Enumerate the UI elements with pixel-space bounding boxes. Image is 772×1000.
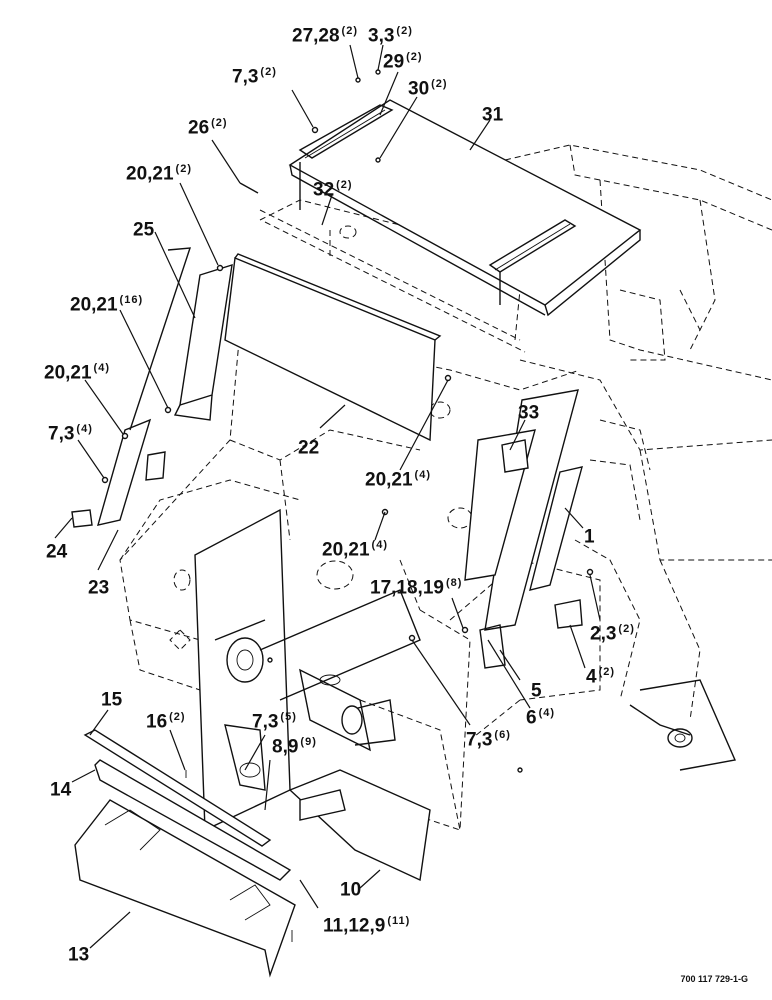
callout-5: 5 — [531, 680, 542, 702]
callout-20-21-d: 20,21(4) — [365, 469, 431, 491]
callout-15: 15 — [101, 689, 123, 711]
hinge-lines — [259, 209, 526, 353]
callout-7-3-c: 7,3(6) — [466, 729, 511, 751]
callout-24: 24 — [46, 541, 68, 563]
callout-6: 6(4) — [526, 707, 556, 729]
callout-3-3: 3,3(2) — [368, 25, 413, 47]
callout-26: 26(2) — [188, 117, 228, 139]
callout-7-3-d: 7,3(5) — [252, 711, 297, 733]
left-brackets — [71, 247, 233, 528]
lower-assembly — [74, 724, 431, 978]
top-cover — [288, 99, 642, 317]
callout-31: 31 — [482, 104, 504, 126]
callout-22: 22 — [298, 437, 320, 459]
callout-4: 4(2) — [586, 666, 616, 688]
fasteners — [101, 69, 594, 942]
callout-20-21-e: 20,21(4) — [322, 539, 388, 561]
callout-23: 23 — [88, 577, 110, 599]
callout-10: 10 — [340, 879, 362, 901]
callout-14: 14 — [50, 779, 72, 801]
front-panel — [224, 253, 442, 442]
callout-32: 32(2) — [313, 179, 353, 201]
drawing-number: 700 117 729-1-G — [680, 974, 748, 984]
callout-11-12-9: 11,12,9(11) — [323, 915, 411, 937]
callout-16: 16(2) — [146, 711, 186, 733]
callout-20-21-b: 20,21(16) — [70, 294, 144, 316]
callout-20-21-c: 20,21(4) — [44, 362, 110, 384]
callout-1: 1 — [584, 526, 595, 548]
callout-29: 29(2) — [383, 51, 423, 73]
callout-8-9: 8,9(9) — [272, 736, 317, 758]
callout-7-3-a: 7,3(2) — [232, 66, 277, 88]
callout-30: 30(2) — [408, 78, 448, 100]
callout-25: 25 — [133, 219, 155, 241]
callout-7-3-b: 7,3(4) — [48, 423, 93, 445]
callout-20-21-a: 20,21(2) — [126, 163, 192, 185]
callout-17-18-19: 17,18,19(8) — [370, 577, 463, 599]
leader-lines — [54, 44, 601, 949]
right-brackets — [464, 389, 583, 669]
callout-27-28: 27,28(2) — [292, 25, 358, 47]
callout-2-3: 2,3(2) — [590, 623, 635, 645]
callout-13: 13 — [68, 944, 90, 966]
callout-33: 33 — [518, 402, 540, 424]
machine-frame — [504, 144, 772, 771]
